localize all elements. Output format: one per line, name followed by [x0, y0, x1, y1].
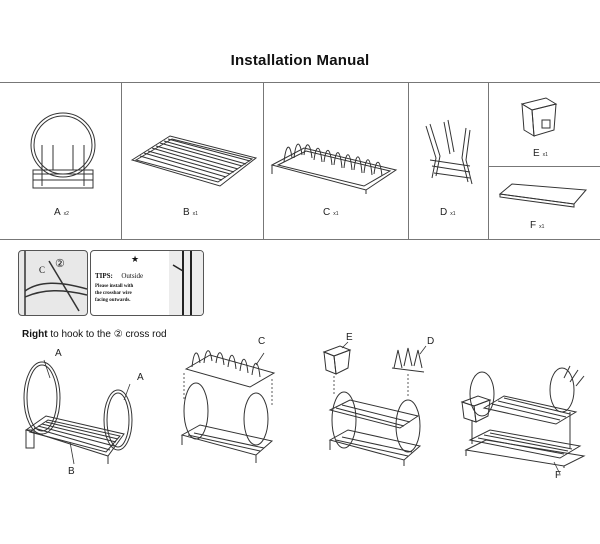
step1-label-b: B: [68, 466, 75, 477]
instruction-rest: to hook to the ② cross rod: [47, 329, 167, 340]
part-e-utensil-holder-drawing: [520, 96, 560, 138]
tips-star-icon: ★: [131, 254, 140, 264]
tips-text-block: TIPS: Outside Please install with the cr…: [95, 265, 171, 304]
tips-outside: Outside: [121, 272, 144, 280]
tips-circled-two: ②: [55, 258, 65, 270]
part-a-side-frame-drawing: [28, 110, 98, 194]
part-c-upper-rack-drawing: [270, 140, 398, 195]
parts-divider-4: [488, 82, 489, 239]
page-title: Installation Manual: [230, 52, 370, 69]
part-b-bottom-rack-drawing: [130, 132, 258, 190]
step1-label-a-right: A: [137, 372, 144, 383]
instruction-bold: Right: [22, 329, 48, 340]
tips-label: TIPS:: [95, 272, 113, 280]
step3-label-d: D: [427, 336, 435, 347]
tips-c-marker: C: [39, 265, 46, 275]
parts-divider-3: [408, 82, 409, 239]
parts-table-bottom-border: [0, 239, 600, 240]
step1-assembly-drawing: [20, 360, 132, 472]
step2-assembly-drawing: [176, 345, 280, 465]
step2-label-c: C: [258, 336, 266, 347]
part-f-drip-tray-drawing: [498, 182, 588, 208]
parts-table-top-border: [0, 82, 600, 83]
parts-divider-ef: [488, 166, 600, 167]
step4-label-f: F: [555, 470, 562, 481]
step3-assembly-drawing: [322, 340, 434, 468]
tips-detail-photo-left: C ②: [18, 250, 88, 316]
parts-divider-2: [263, 82, 264, 239]
tips-text-line2: the crossbar wire: [95, 291, 132, 296]
tips-text-line1: Please install with: [95, 284, 134, 289]
step3-label-e: E: [346, 332, 353, 343]
part-d-cup-holder-drawing: [418, 118, 480, 190]
parts-divider-1: [121, 82, 122, 239]
tips-text-line3: facing outwards.: [95, 298, 131, 303]
step1-label-a-left: A: [55, 348, 62, 359]
instruction-text: Right to hook to the ② cross rod: [22, 329, 167, 340]
step4-assembly-drawing: [460, 364, 590, 468]
tips-detail-photo-right: ★ TIPS: Outside Please install with the …: [90, 250, 204, 316]
